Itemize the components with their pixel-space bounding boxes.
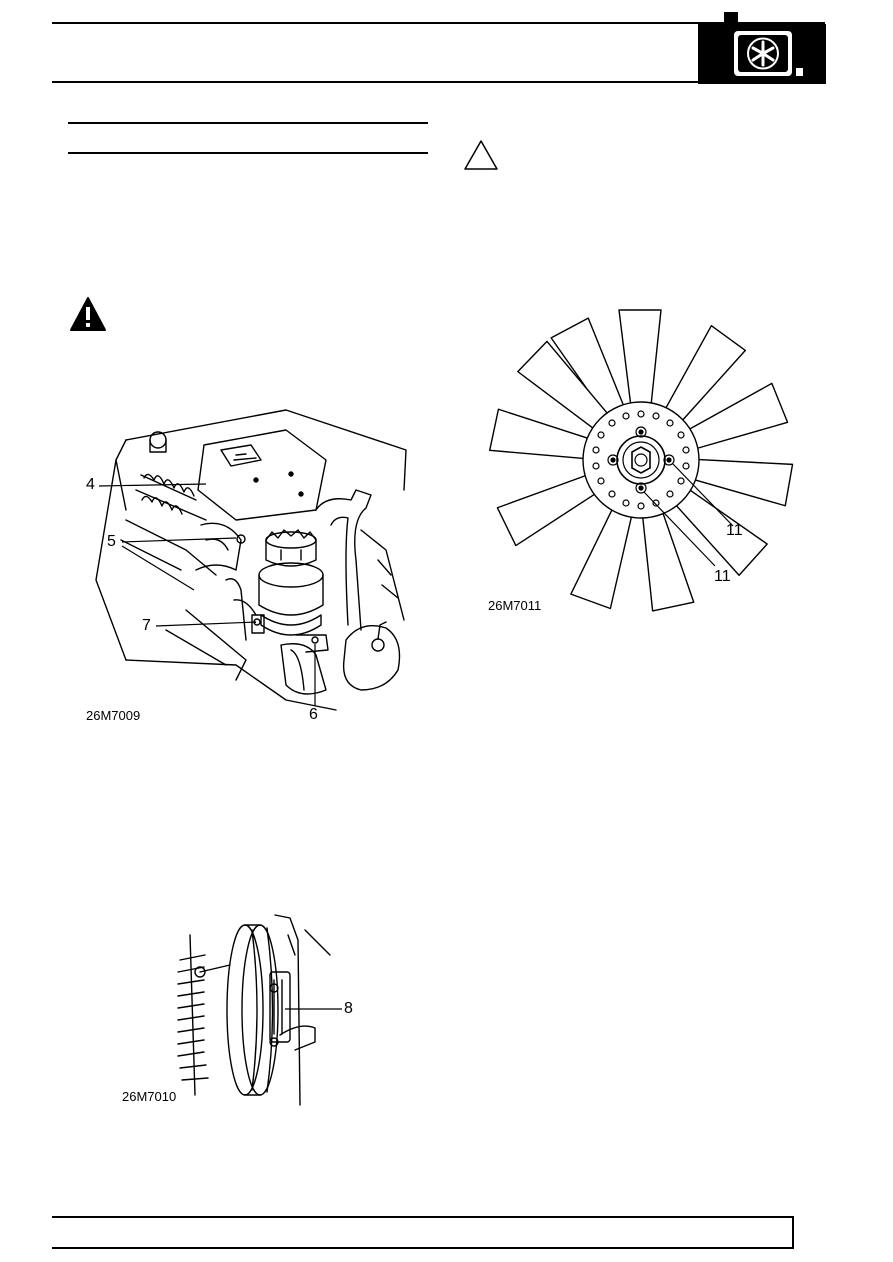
fan-illustration [489, 309, 794, 612]
figure-caption-engine: 26M7009 [86, 708, 141, 723]
caution-icon [464, 140, 498, 170]
callout-11-lower: 11 [714, 568, 731, 585]
warning-icon [70, 297, 106, 331]
figure-caption-pulley: 26M7010 [122, 1089, 177, 1104]
figure-caption-fan: 26M7011 [488, 598, 542, 613]
callout-7: 7 [142, 617, 151, 634]
left-column-rule-2 [68, 152, 428, 154]
header-top-rule [52, 22, 825, 24]
pulley-illustration [177, 914, 342, 1106]
footer-right-rule [792, 1216, 794, 1249]
callout-8: 8 [344, 1000, 353, 1017]
callout-5: 5 [107, 533, 116, 550]
left-column-rule-1 [68, 122, 428, 124]
cooling-fan-section-icon [698, 12, 826, 84]
footer-top-rule [52, 1216, 794, 1218]
engine-bay-illustration [95, 409, 407, 711]
header-bottom-rule [52, 81, 825, 83]
callout-11-upper: 11 [726, 522, 743, 539]
callout-4: 4 [86, 476, 95, 493]
footer-bottom-rule [52, 1247, 794, 1249]
callout-6: 6 [309, 706, 318, 723]
